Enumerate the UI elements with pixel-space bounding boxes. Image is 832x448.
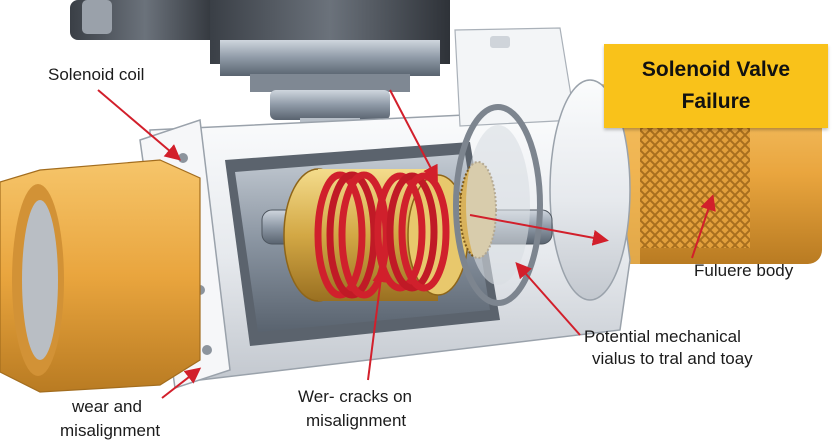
label-potential-line-1: Potential mechanical — [584, 327, 741, 346]
label-wer-line-2: misalignment — [306, 411, 407, 430]
internal-disc — [453, 104, 543, 306]
label-potential-line-2: vialus to tral and toay — [592, 349, 753, 368]
arrow-solenoid-coil — [97, 89, 182, 161]
title-line-1: Solenoid Valve — [641, 58, 791, 81]
arrow-wer-cracks — [367, 266, 389, 381]
label-solenoid-coil: Solenoid coil — [48, 65, 145, 84]
label-wer-line-1: Wer- cracks on — [298, 387, 412, 406]
label-wear-line-2: misalignment — [60, 421, 161, 440]
arrow-top-coil — [389, 89, 438, 182]
arrow-wear-misalignment — [161, 367, 202, 399]
left-brass-fitting — [0, 159, 201, 393]
label-fuluere-body: Fuluere body — [694, 261, 794, 280]
arrow-shaft — [469, 214, 609, 246]
arrow-potential-mechanical — [515, 262, 581, 336]
label-wear-line-1: wear and — [72, 397, 142, 416]
arrow-fuluere-body — [691, 194, 716, 259]
title-line-2: Failure — [681, 90, 751, 113]
title-box: Solenoid Valve Failure — [604, 44, 828, 128]
annotation-arrows — [97, 89, 716, 399]
